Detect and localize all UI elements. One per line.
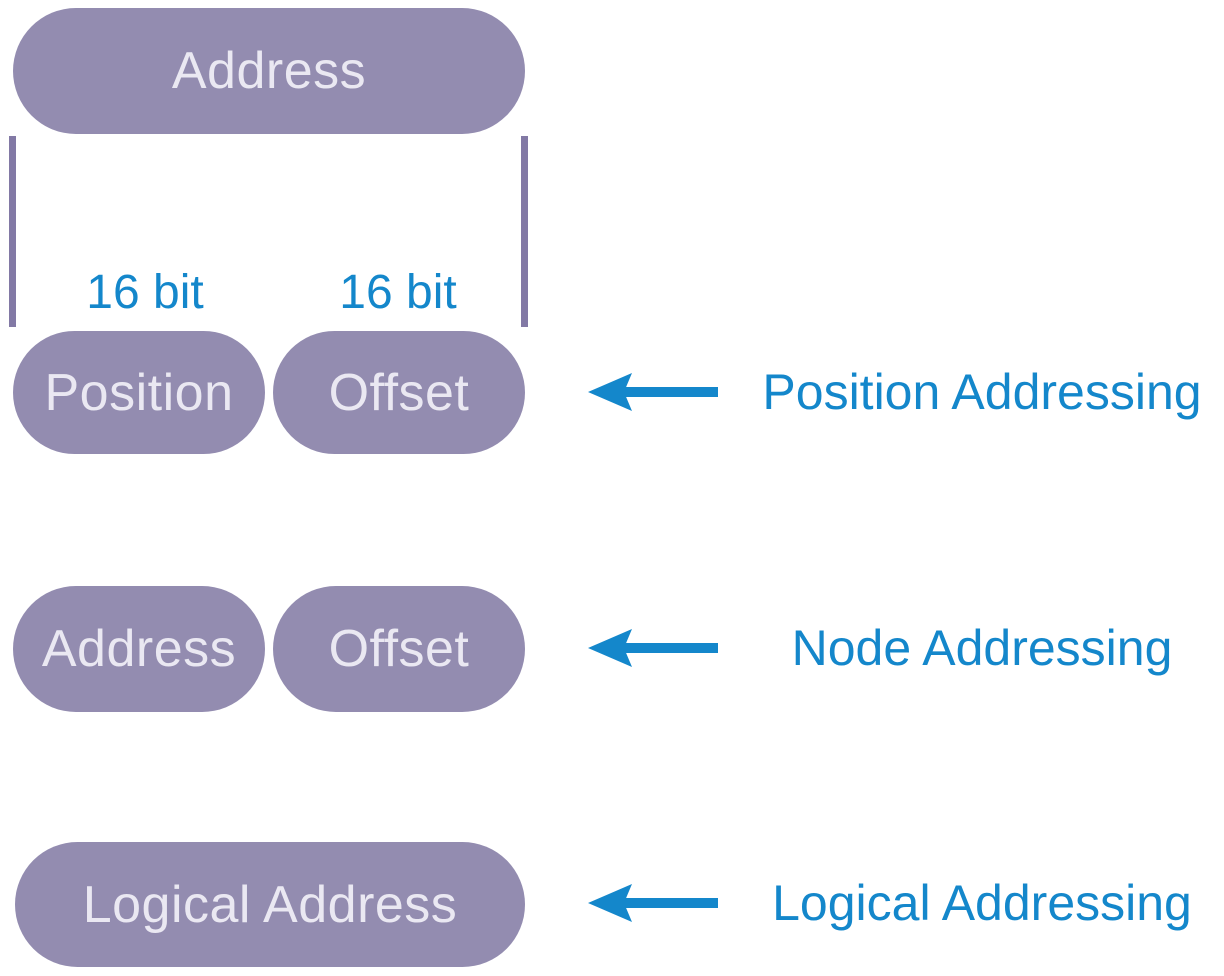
logical-addressing-label: Logical Addressing (772, 875, 1192, 931)
left-arrow-icon (588, 373, 718, 411)
address-pill: Address (13, 8, 525, 134)
offset-pill-row1: Offset (273, 331, 525, 454)
split-bracket-right-line (521, 136, 528, 327)
position-pill: Position (13, 331, 265, 454)
split-bracket-left-line (9, 136, 16, 327)
left-arrow-icon (588, 884, 718, 922)
position-addressing-label: Position Addressing (762, 364, 1202, 420)
offset-pill-row1-label: Offset (328, 363, 470, 422)
address-pill-label: Address (171, 42, 367, 100)
node-address-pill-label: Address (41, 620, 237, 678)
node-addressing-label: Node Addressing (791, 620, 1173, 676)
offset-pill-row2-label: Offset (328, 620, 470, 678)
logical-address-pill-label: Logical Address (82, 875, 458, 934)
bit-width-label-left: 16 bit (86, 266, 204, 319)
node-address-pill: Address (13, 586, 265, 712)
offset-pill-row2: Offset (273, 586, 525, 712)
left-arrow-icon (588, 629, 718, 667)
bit-width-label-right: 16 bit (339, 266, 457, 319)
logical-address-pill: Logical Address (15, 842, 525, 967)
position-pill-label: Position (44, 363, 234, 422)
